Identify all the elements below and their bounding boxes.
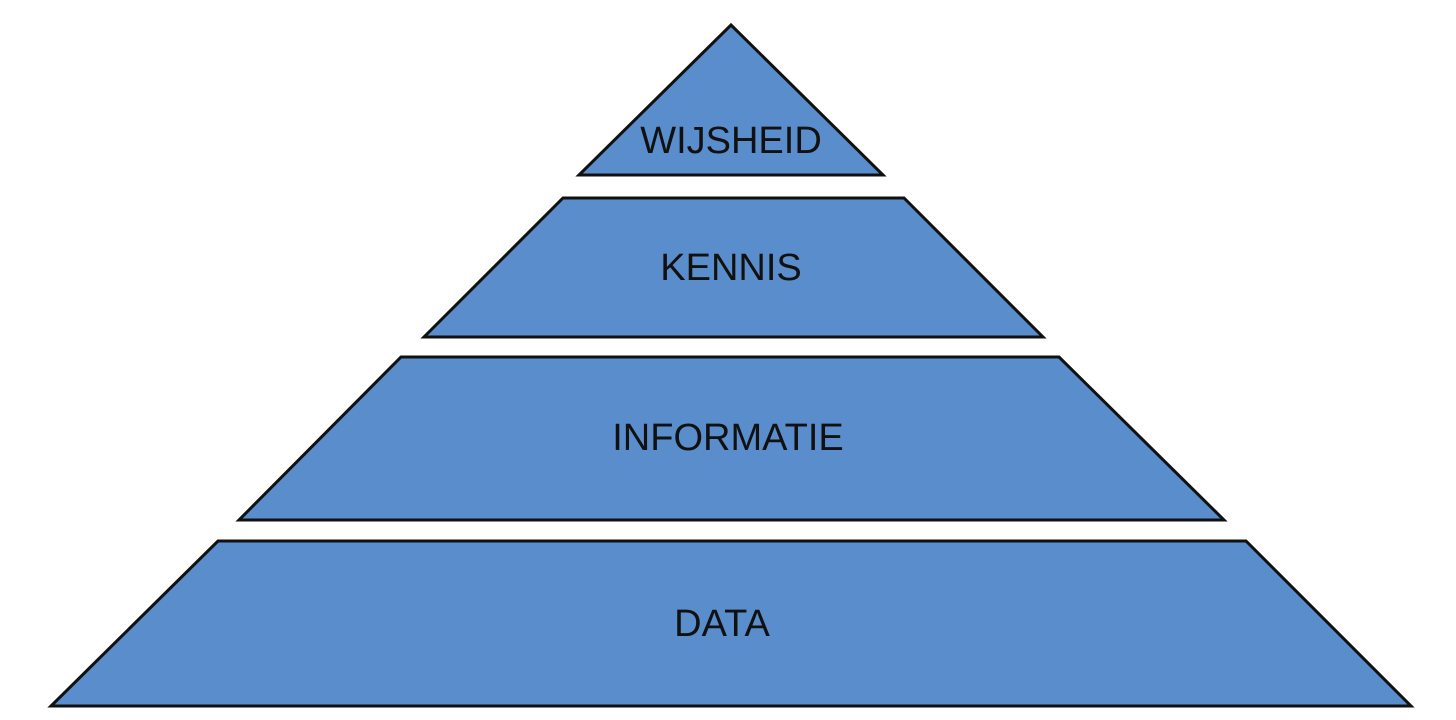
pyramid-tier-label: INFORMATIE	[612, 417, 844, 459]
pyramid-tier-wijsheid: WIJSHEID	[575, 22, 887, 177]
pyramid-tier-label: WIJSHEID	[640, 120, 822, 162]
pyramid-tier-label: DATA	[674, 603, 770, 645]
pyramid-tier-label: KENNIS	[660, 247, 801, 289]
pyramid-tier-shape	[420, 196, 1047, 339]
pyramid-tier-shape	[575, 22, 887, 177]
pyramid-tier-informatie: INFORMATIE	[235, 355, 1228, 522]
pyramid-tier-data: DATA	[47, 539, 1415, 708]
pyramid-tier-shape	[47, 539, 1415, 708]
pyramid-tier-kennis: KENNIS	[420, 196, 1047, 339]
pyramid-tier-shape	[235, 355, 1228, 522]
